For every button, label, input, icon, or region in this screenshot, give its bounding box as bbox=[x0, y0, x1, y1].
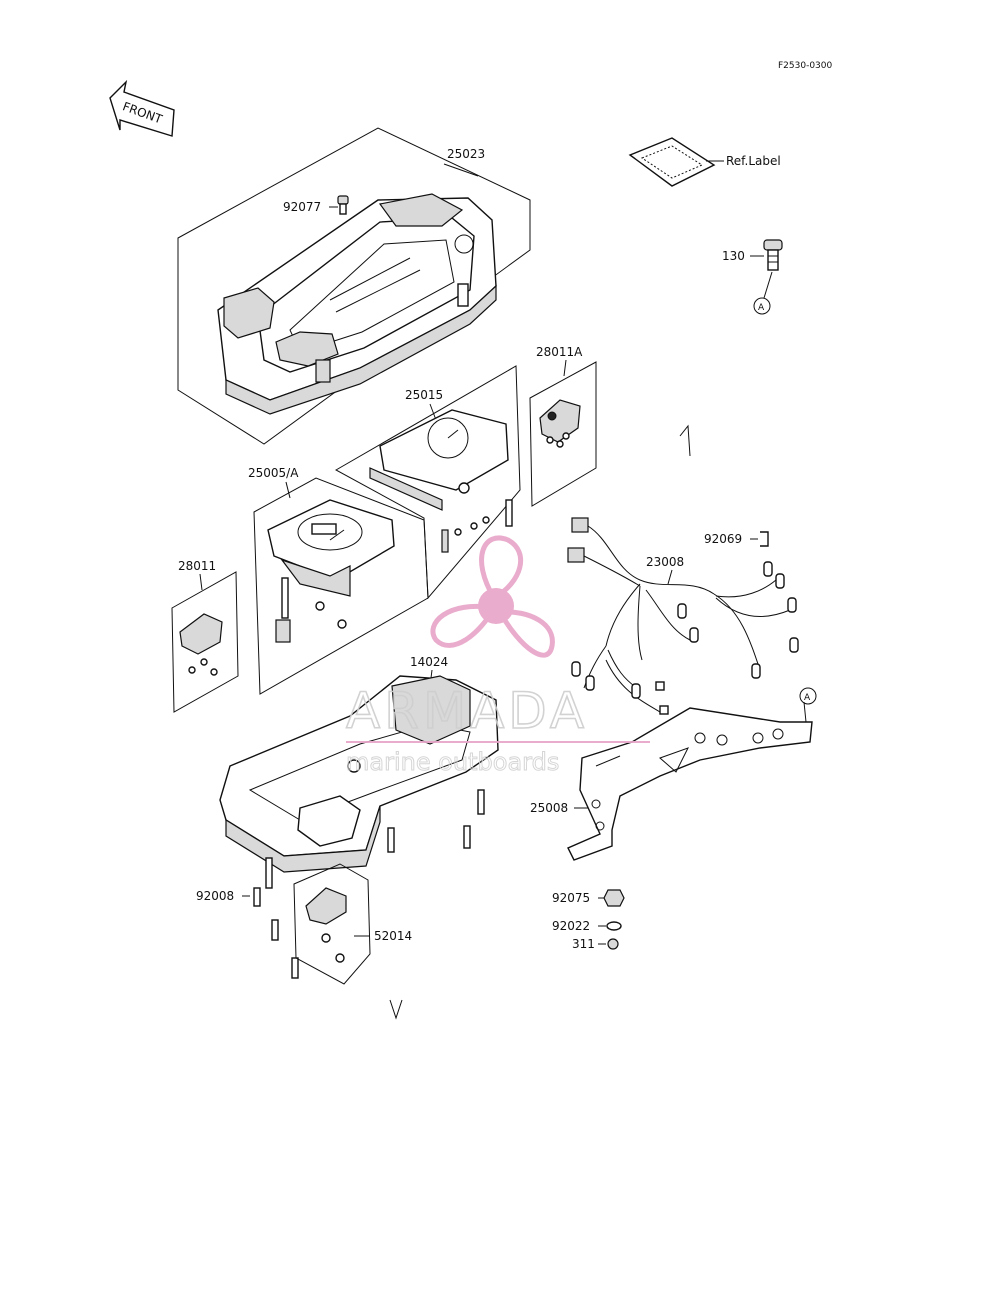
label-311: 311 bbox=[572, 937, 595, 951]
label-130: 130 bbox=[722, 249, 745, 263]
label-28011: 28011 bbox=[178, 559, 216, 573]
label-92008: 92008 bbox=[196, 889, 234, 903]
circle-marker-a2: A bbox=[804, 693, 811, 703]
meter-case-14024 bbox=[219, 675, 499, 889]
ref-label-sheet: Ref.Label bbox=[628, 137, 781, 187]
tachometer-25015 bbox=[369, 409, 513, 553]
bolt-92077 bbox=[337, 195, 349, 215]
group-outline-25005a bbox=[253, 477, 429, 695]
group-outline-28011a bbox=[529, 361, 597, 507]
label-92075: 92075 bbox=[552, 891, 590, 905]
ref-label-text: Ref.Label bbox=[726, 154, 781, 168]
bolt-130: 130 A bbox=[722, 239, 783, 315]
label-28011a: 28011A bbox=[536, 345, 583, 359]
ref-code: F2530-0300 bbox=[778, 61, 833, 71]
group-outline-52014 bbox=[293, 863, 371, 985]
label-14024: 14024 bbox=[410, 655, 448, 669]
wiring-harness-23008 bbox=[567, 517, 799, 715]
meter-cover-25023 bbox=[217, 193, 497, 415]
label-25005a: 25005/A bbox=[248, 466, 299, 480]
nut-92075 bbox=[603, 889, 625, 907]
label-23008: 23008 bbox=[646, 555, 684, 569]
watermark-brand: ARMADA bbox=[346, 682, 588, 740]
nut-311 bbox=[607, 938, 619, 950]
front-arrow-icon: FRONT bbox=[109, 79, 175, 137]
screws-92008 bbox=[253, 887, 299, 979]
watermark-tagline: marine outboards bbox=[346, 748, 559, 776]
bulb-92069 bbox=[760, 531, 769, 547]
propeller-logo-icon bbox=[430, 535, 555, 658]
label-25023: 25023 bbox=[447, 147, 485, 161]
bracket-25008: A bbox=[567, 687, 817, 861]
watermark: ARMADA marine outboards bbox=[345, 535, 650, 777]
socket-28011a bbox=[539, 399, 581, 448]
group-outline-25023 bbox=[177, 127, 531, 445]
socket-28011 bbox=[179, 613, 223, 676]
label-25008: 25008 bbox=[530, 801, 568, 815]
label-92069: 92069 bbox=[704, 532, 742, 546]
label-52014: 52014 bbox=[374, 929, 412, 943]
switch-52014 bbox=[305, 887, 347, 963]
circle-marker-a1: A bbox=[758, 303, 765, 313]
speedometer-25005a bbox=[267, 499, 395, 643]
label-92022: 92022 bbox=[552, 919, 590, 933]
label-25015: 25015 bbox=[405, 388, 443, 402]
label-92077: 92077 bbox=[283, 200, 321, 214]
direction-mark-upper bbox=[679, 424, 691, 457]
direction-mark-lower bbox=[389, 999, 403, 1020]
group-outline-28011 bbox=[171, 571, 239, 713]
washer-92022 bbox=[606, 921, 622, 931]
group-outline-25015 bbox=[334, 365, 521, 600]
